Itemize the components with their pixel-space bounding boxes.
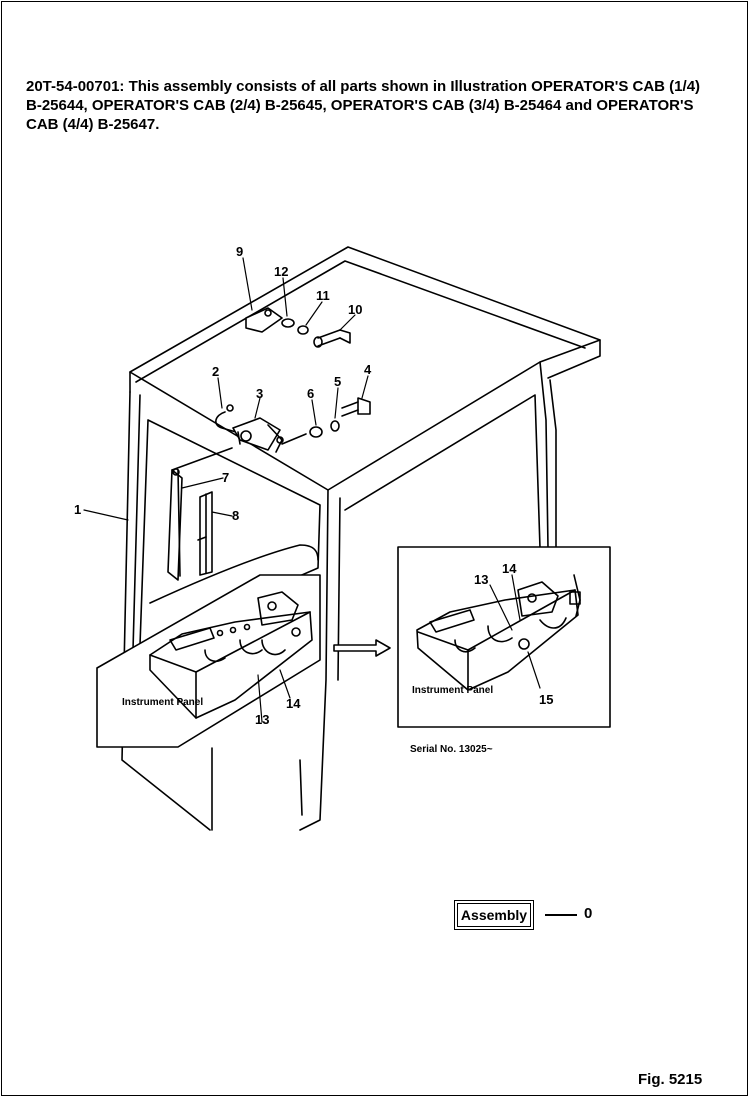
left-inset: [96, 574, 321, 748]
callout-9: 9: [236, 244, 243, 259]
callout-12: 12: [274, 264, 288, 279]
right-inset-label: Instrument Panel: [412, 685, 493, 696]
washer-6: [309, 426, 323, 438]
callout-6: 6: [307, 386, 314, 401]
callout-8: 8: [232, 508, 239, 523]
bolt-4: [341, 397, 371, 417]
wiper-motor-3: [232, 417, 284, 453]
callout-11: 11: [316, 288, 330, 303]
bolt-10: [313, 329, 351, 348]
wiper-arm-7: [167, 447, 233, 581]
arrow-right: [333, 639, 391, 657]
assembly-label: Assembly: [457, 903, 531, 927]
assembly-description: 20T-54-00701: This assembly consists of …: [26, 78, 701, 133]
callout-1: 1: [74, 502, 81, 517]
callout-4: 4: [364, 362, 372, 377]
wiper-blade-8: [197, 491, 213, 576]
callout-3: 3: [256, 386, 263, 401]
left-callout-14: 14: [286, 696, 301, 711]
cab-roof: [129, 246, 601, 491]
wire-harness-2: [215, 404, 237, 433]
mount-line: [281, 433, 307, 445]
figure-number: Fig. 5215: [638, 1071, 703, 1088]
cab-frame: [121, 361, 557, 831]
right-callout-13: 13: [474, 572, 488, 587]
washer-11: [297, 325, 309, 335]
serial-note: Serial No. 13025~: [410, 744, 493, 755]
washer-12: [281, 318, 295, 328]
callout-2: 2: [212, 364, 219, 379]
right-callout-14: 14: [502, 561, 517, 576]
left-callout-13: 13: [255, 712, 269, 727]
callout-7: 7: [222, 470, 229, 485]
assembly-leader: [545, 914, 577, 916]
assembly-box: Assembly: [454, 900, 534, 930]
leader-lines: [83, 257, 369, 521]
left-inset-label: Instrument Panel: [122, 697, 203, 708]
callout-10: 10: [348, 302, 362, 317]
bracket-9: [245, 307, 283, 333]
right-inset: [397, 546, 611, 728]
washer-5: [330, 420, 340, 432]
callout-5: 5: [334, 374, 341, 389]
right-callout-15: 15: [539, 692, 553, 707]
assembly-value: 0: [584, 905, 593, 922]
